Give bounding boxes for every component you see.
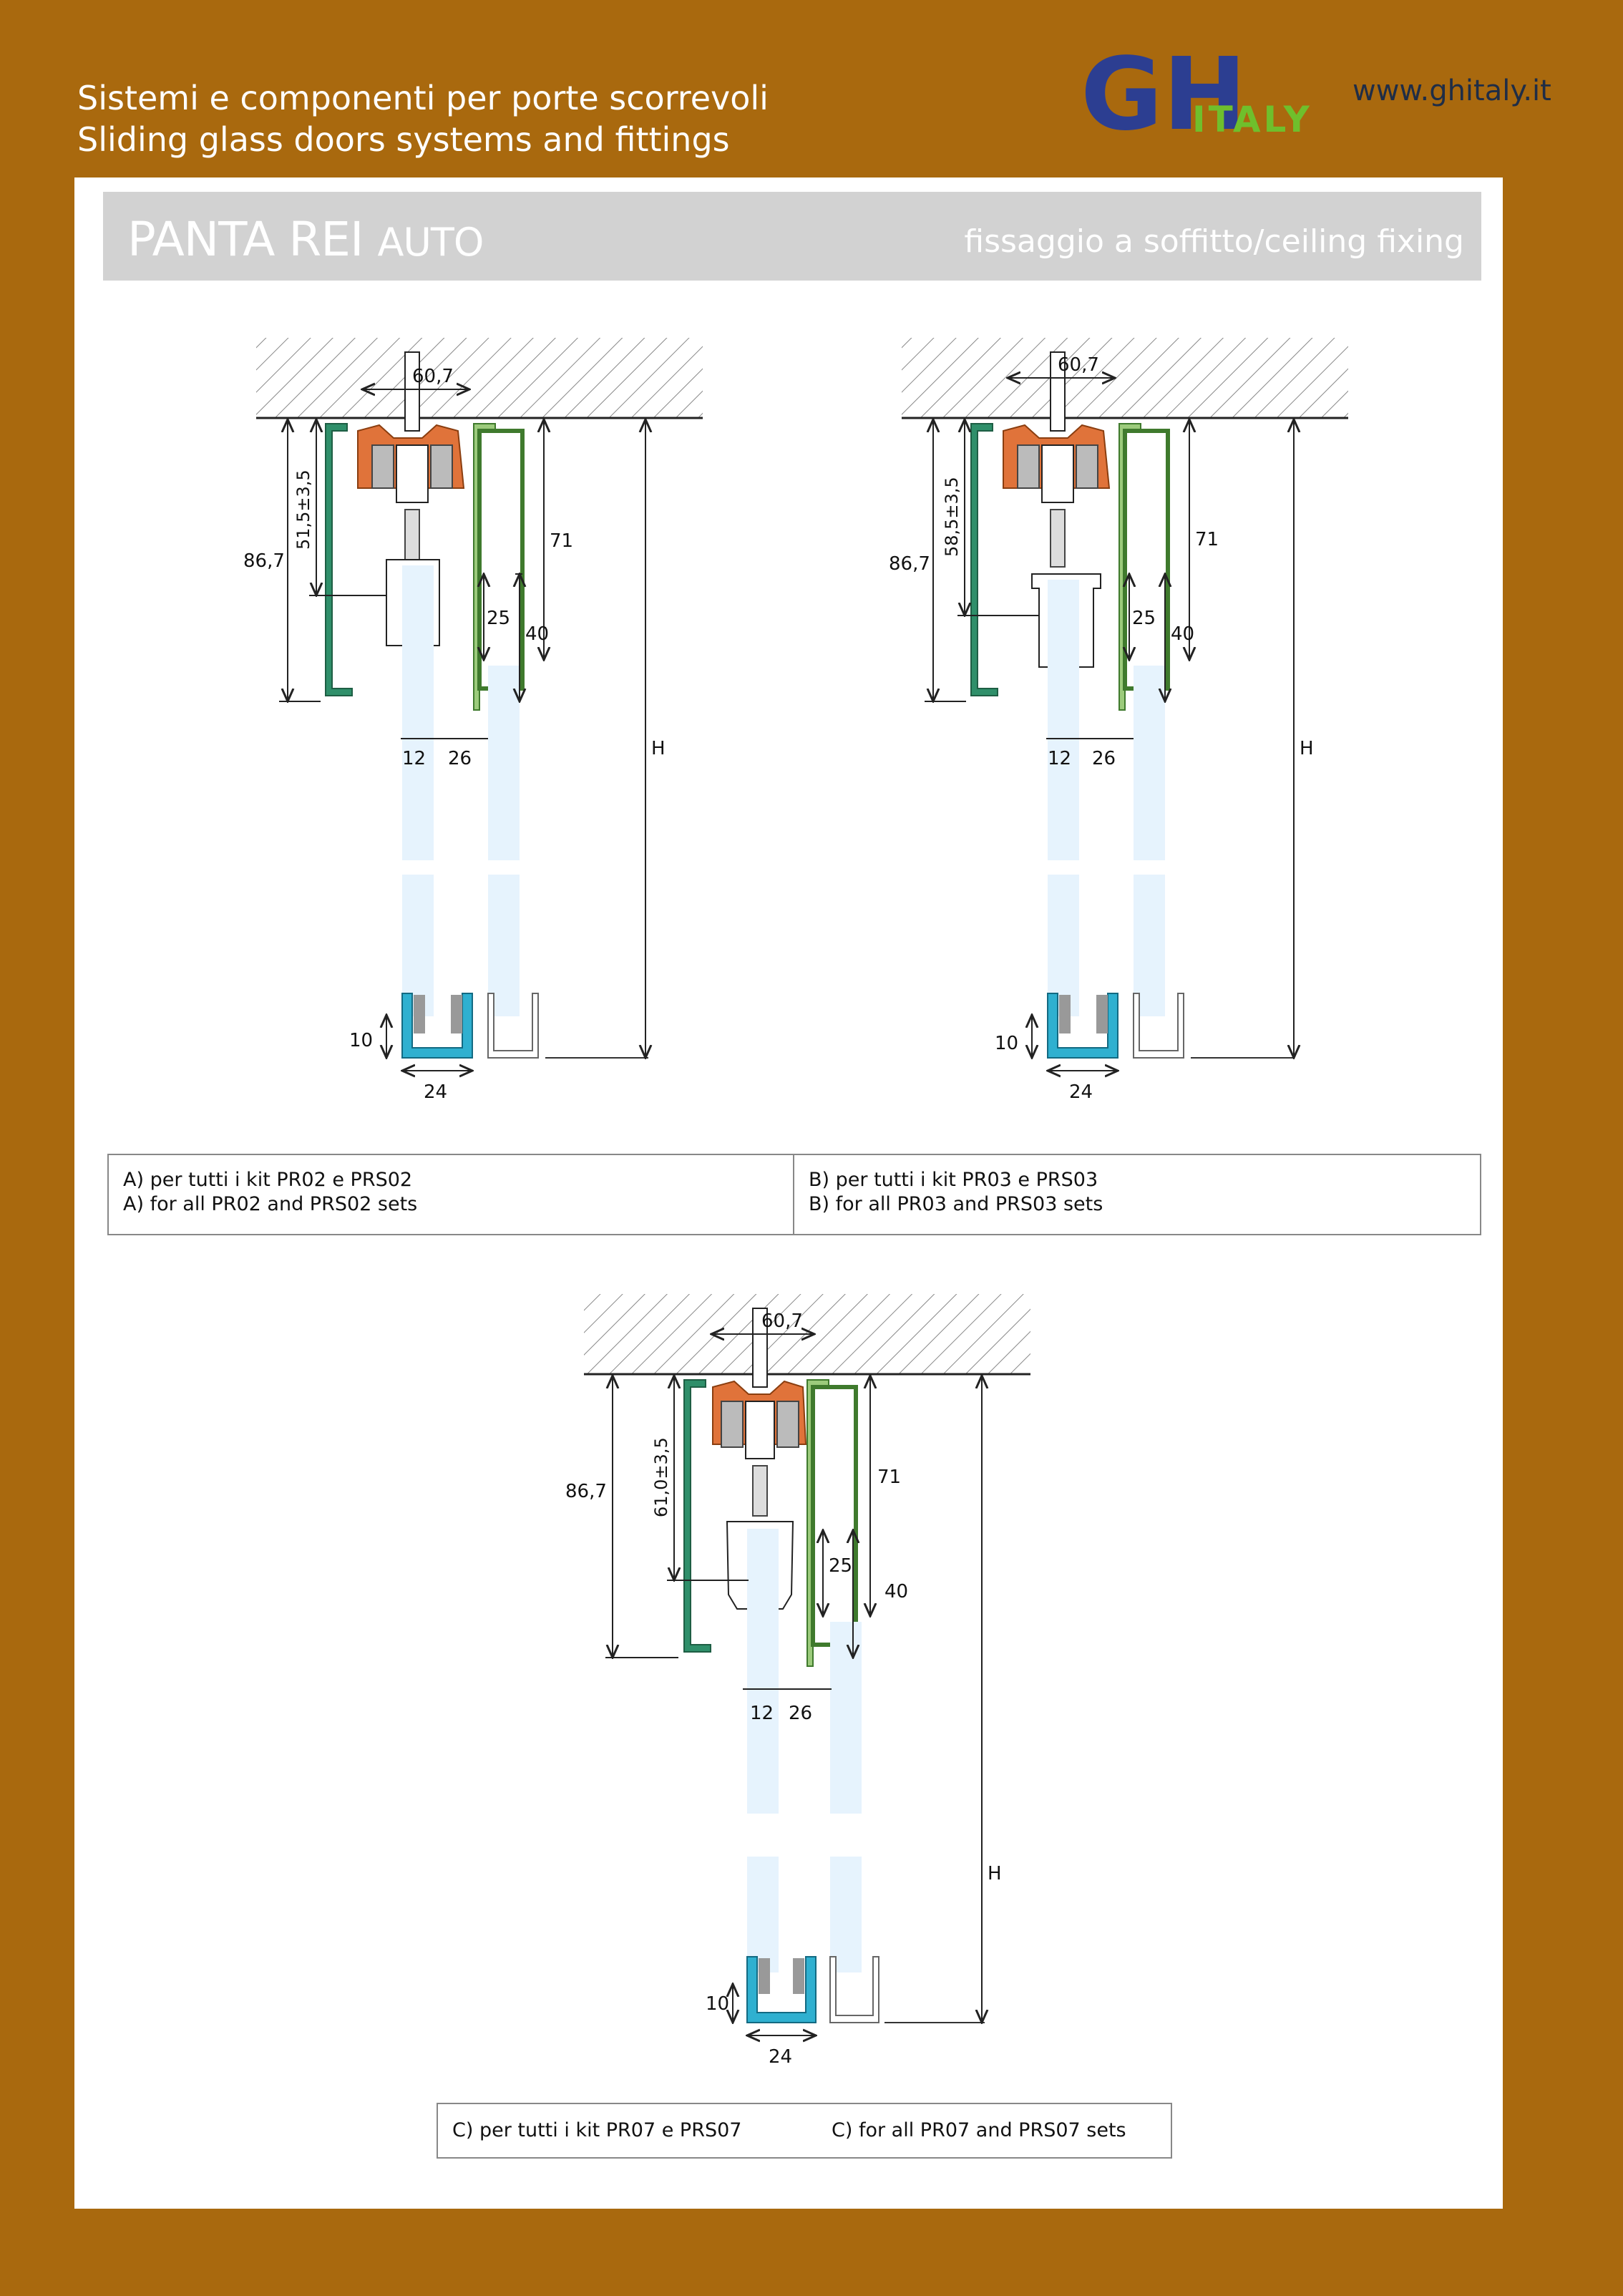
dim-71: 71 <box>550 530 573 552</box>
glass-panel-a2 <box>488 666 520 1016</box>
dim-12: 12 <box>1048 748 1071 769</box>
dim-71: 71 <box>1195 529 1219 550</box>
dim-10: 10 <box>706 1993 729 2015</box>
logo-gh-text: GH <box>1081 47 1247 142</box>
dim-71: 71 <box>877 1466 901 1488</box>
screw <box>404 351 420 432</box>
diagram-b: 60,7 86,7 58,5±3,5 71 40 25 12 26 H 10 2… <box>889 338 1348 1103</box>
website-link[interactable]: www.ghitaly.it <box>1352 74 1551 107</box>
product-title: PANTA REI AUTO <box>127 212 484 267</box>
diagram-c: 60,7 86,7 61,0±3,5 71 40 25 12 26 H 10 2… <box>565 1294 1030 2068</box>
dim-26: 26 <box>789 1703 812 1724</box>
dim-12: 12 <box>750 1703 774 1724</box>
spec-sheet: PANTA REI AUTO fissaggio a soffitto/ceil… <box>74 177 1503 2209</box>
tagline-english: Sliding glass doors systems and fittings <box>77 120 730 159</box>
dim-24: 24 <box>769 2046 792 2068</box>
caption-c-it: C) per tutti i kit PR07 e PRS07 <box>452 2119 742 2141</box>
dim-25: 25 <box>487 608 510 629</box>
glass-panel-a1 <box>402 565 434 1016</box>
dim-40: 40 <box>884 1581 908 1602</box>
diagram-a: 60,7 86,7 51,5±3,5 71 40 25 12 26 H 10 2… <box>243 338 703 1103</box>
caption-table-c: C) per tutti i kit PR07 e PRS07 C) for a… <box>437 2103 1172 2159</box>
track-box <box>477 429 525 691</box>
caption-b: B) per tutti i kit PR03 e PRS03 B) for a… <box>794 1155 1117 1234</box>
caption-a: A) per tutti i kit PR02 e PRS02 A) for a… <box>109 1155 794 1234</box>
product-name: PANTA REI <box>127 212 364 267</box>
caption-a-en: A) for all PR02 and PRS02 sets <box>123 1193 418 1215</box>
dim-h: H <box>651 738 666 759</box>
floor-guide-empty <box>487 993 539 1059</box>
dim-h: H <box>1300 738 1314 759</box>
wheel-right <box>430 444 453 489</box>
dim-26: 26 <box>448 748 472 769</box>
dim-12: 12 <box>402 748 426 769</box>
dim-40: 40 <box>525 623 549 645</box>
dim-26: 26 <box>1092 748 1116 769</box>
title-bar: PANTA REI AUTO fissaggio a soffitto/ceil… <box>103 192 1481 281</box>
threaded-rod <box>404 509 420 560</box>
dim-top: 60,7 <box>412 366 454 387</box>
wheel-left <box>371 444 394 489</box>
product-suffix: AUTO <box>377 220 484 265</box>
dim-40: 40 <box>1171 623 1194 645</box>
dim-25: 25 <box>829 1555 852 1577</box>
dim-10: 10 <box>349 1030 373 1051</box>
dim-top: 60,7 <box>1058 354 1099 376</box>
ceiling <box>256 338 703 418</box>
dim-tolerance: 58,5±3,5 <box>942 477 962 557</box>
dim-total: 86,7 <box>889 553 930 575</box>
dim-top: 60,7 <box>761 1310 803 1332</box>
gh-italy-logo: GH ITALY <box>1081 47 1312 142</box>
dim-tolerance: 61,0±3,5 <box>651 1437 671 1517</box>
dim-24: 24 <box>424 1081 447 1103</box>
carriage-body <box>396 444 429 503</box>
dim-10: 10 <box>995 1033 1018 1054</box>
caption-table-ab: A) per tutti i kit PR02 e PRS02 A) for a… <box>107 1154 1481 1235</box>
dim-total: 86,7 <box>243 550 285 572</box>
caption-c-en: C) for all PR07 and PRS07 sets <box>832 2119 1126 2141</box>
dim-24: 24 <box>1069 1081 1093 1103</box>
caption-b-it: B) per tutti i kit PR03 e PRS03 <box>809 1169 1098 1191</box>
dim-total: 86,7 <box>565 1481 607 1502</box>
floor-guide-a <box>401 993 473 1059</box>
caption-b-en: B) for all PR03 and PRS03 sets <box>809 1193 1103 1215</box>
fixing-type: fissaggio a soffitto/ceiling fixing <box>964 223 1464 260</box>
track-profile-left <box>325 423 353 696</box>
dim-h: H <box>988 1863 1002 1884</box>
tagline-italian: Sistemi e componenti per porte scorrevol… <box>77 79 769 117</box>
dim-25: 25 <box>1132 608 1156 629</box>
dim-tolerance: 51,5±3,5 <box>293 470 313 550</box>
logo-italy-text: ITALY <box>1192 99 1312 140</box>
caption-a-it: A) per tutti i kit PR02 e PRS02 <box>123 1169 413 1191</box>
